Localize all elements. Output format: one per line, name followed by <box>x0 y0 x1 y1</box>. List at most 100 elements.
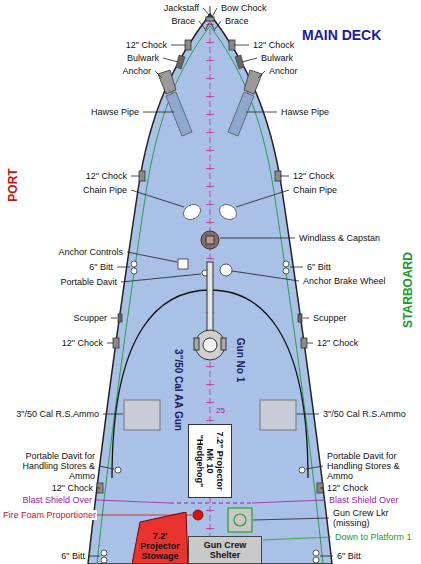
hull <box>88 14 332 564</box>
part-label: Blast Shield Over <box>21 495 93 505</box>
anchor <box>244 70 262 94</box>
deck-fittings <box>283 268 289 274</box>
part-label: 12" Chock <box>292 171 335 181</box>
deck-fittings <box>131 261 137 267</box>
part-label: Brace <box>224 16 250 26</box>
gun-crew-locker <box>228 508 252 532</box>
hawse-pipe <box>166 92 192 136</box>
part-label: Fire Foam Proportioner <box>2 510 97 520</box>
deck-fittings <box>298 314 302 322</box>
part-label: Portable Davit for Handling Stores & Amm… <box>2 451 96 481</box>
gun-mount <box>194 338 199 350</box>
part-label: Bulwark <box>260 53 294 63</box>
bow-fittings <box>205 23 215 31</box>
gun-crew-locker <box>234 514 246 526</box>
gun-mount <box>194 262 226 360</box>
part-label: 12" Chock <box>316 338 359 348</box>
leader-line <box>89 8 333 556</box>
bow-fittings <box>205 6 215 31</box>
gun-mount <box>195 330 225 360</box>
part-label: 12" Chock <box>51 483 94 493</box>
windlass <box>201 231 219 249</box>
part-label: Chain Pipe <box>292 185 338 195</box>
side-label: PORT <box>7 168 20 201</box>
part-label: 6" Bitt <box>60 551 86 561</box>
foam-proportioner <box>193 510 203 520</box>
windlass <box>201 231 219 249</box>
bulwark <box>176 55 244 69</box>
deck-fittings <box>178 259 188 269</box>
gun-mount <box>221 338 226 350</box>
part-label: Anchor <box>121 66 152 76</box>
diagram-title: MAIN DECK <box>302 27 381 43</box>
stowage-outline <box>132 512 188 564</box>
side-label: STARBOARD <box>402 252 415 328</box>
deck-label: Gun No 1 <box>235 338 246 382</box>
part-label: 6" Bitt <box>306 262 332 272</box>
part-label: Brace <box>170 16 196 26</box>
deck-fittings <box>115 467 121 473</box>
part-label: 3"/50 Cal R.S.Ammo <box>15 409 100 419</box>
blast-shield-line <box>170 503 252 504</box>
part-label: 12" Chock <box>125 40 168 50</box>
part-label: 3"/50 Cal R.S.Ammo <box>322 409 407 419</box>
bow-fittings <box>210 6 211 18</box>
deck-label: 3"/50 Cal AA Gun <box>173 349 184 431</box>
node-text: Gun Crew Shelter <box>191 540 259 560</box>
anchor <box>158 70 176 94</box>
gun-crew-locker <box>228 508 252 532</box>
deck-fittings <box>313 550 319 556</box>
bow-fittings <box>206 17 214 21</box>
part-label: Anchor Brake Wheel <box>302 276 387 286</box>
ammo-box <box>260 400 296 430</box>
deck-fittings <box>118 314 122 322</box>
gun-mount <box>203 338 217 352</box>
chock <box>113 338 119 348</box>
windlass <box>206 236 214 244</box>
part-label: 6" Bitt <box>336 551 362 561</box>
part-label: 25 <box>216 406 225 415</box>
leader-line <box>89 8 333 556</box>
deck-fittings <box>101 557 107 563</box>
part-label: Jackstaff <box>163 3 200 13</box>
part-label: 6" Bitt <box>88 262 114 272</box>
node-text: 7.2' Projector Stowage <box>134 531 186 561</box>
leader-line <box>96 500 325 503</box>
part-label: Anchor Controls <box>57 247 124 257</box>
hull <box>88 14 332 564</box>
part-label: Scupper <box>72 313 108 323</box>
projector-box: 7.2" Projector Mk 10 "Hedgehog" <box>188 424 232 498</box>
deck-fittings <box>101 259 319 563</box>
part-label: Bow Chock <box>220 3 268 13</box>
part-label: Chain Pipe <box>82 185 128 195</box>
part-label: Gun Crew Lkr (missing) <box>332 508 396 528</box>
anchor <box>158 70 262 94</box>
deck-fittings <box>283 261 289 267</box>
gun-mount <box>207 262 213 332</box>
deck-fittings <box>101 550 107 556</box>
node-text: 7.2" Projector Mk 10 "Hedgehog" <box>195 427 225 495</box>
chain-pipe <box>181 201 240 222</box>
part-label: Portable Davit for Handling Stores & Amm… <box>326 451 414 481</box>
part-label: Down to Platform 1 <box>334 532 413 542</box>
part-label: 12" Chock <box>326 483 369 493</box>
chain-pipe <box>217 201 240 222</box>
leader-line <box>263 537 331 540</box>
deck-fittings <box>220 264 232 276</box>
ammo-box <box>124 400 160 430</box>
blast-shield-line <box>170 503 252 504</box>
part-label: Bulwark <box>126 53 160 63</box>
part-label: 12" Chock <box>252 40 295 50</box>
deck-fittings <box>313 557 319 563</box>
chain-pipe <box>181 201 204 222</box>
shelter-box: Gun Crew Shelter <box>188 536 262 564</box>
part-label: Blast Shield Over <box>328 495 400 505</box>
part-label: Portable Davit <box>59 277 118 287</box>
stowage-area: 7.2' Projector Stowage <box>132 512 188 564</box>
part-label: Hawse Pipe <box>280 107 330 117</box>
deck-fittings <box>299 467 305 473</box>
part-label: Hawse Pipe <box>90 107 140 117</box>
hawse-pipe <box>228 92 254 136</box>
part-label: Windlass & Capstan <box>298 233 381 243</box>
